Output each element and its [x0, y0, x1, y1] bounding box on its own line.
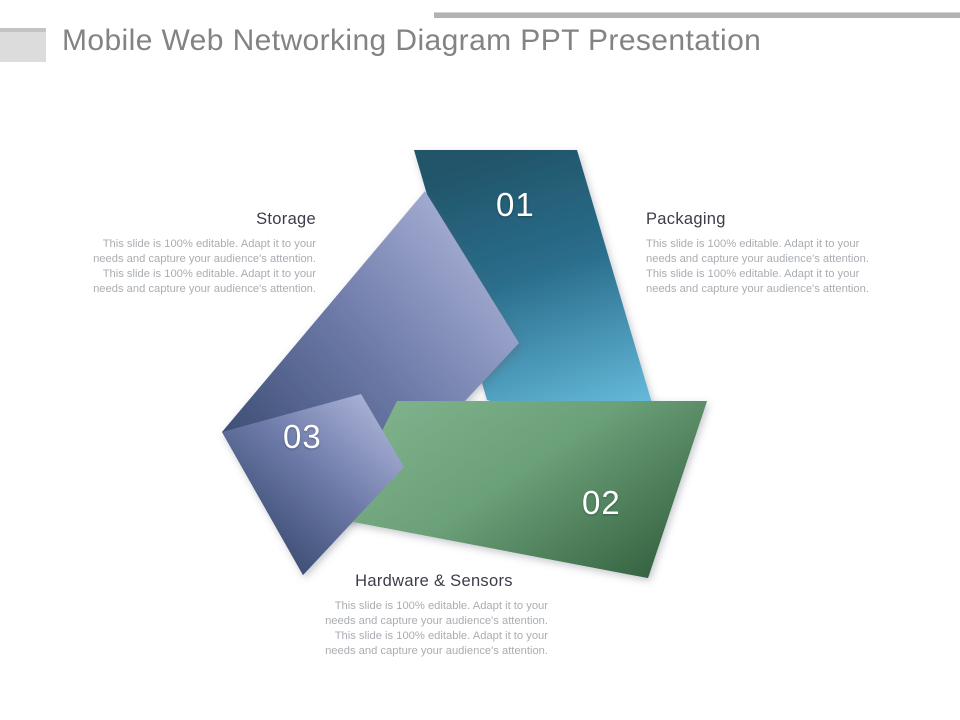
header-square-decoration — [0, 28, 46, 62]
info-block-storage: Storage This slide is 100% editable. Ada… — [88, 210, 316, 297]
packaging-body: This slide is 100% editable. Adapt it to… — [646, 238, 869, 295]
info-block-hardware: Hardware & Sensors This slide is 100% ed… — [320, 572, 548, 659]
overlap-green-over-blue — [338, 401, 707, 578]
diagram-shape-01[interactable] — [414, 150, 665, 447]
hardware-body: This slide is 100% editable. Adapt it to… — [325, 600, 548, 657]
storage-body: This slide is 100% editable. Adapt it to… — [93, 238, 316, 295]
storage-title: Storage — [256, 210, 316, 228]
overlap-purple-tail — [222, 394, 404, 575]
info-block-packaging: Packaging This slide is 100% editable. A… — [646, 210, 874, 297]
packaging-title: Packaging — [646, 210, 726, 228]
page-title: Mobile Web Networking Diagram PPT Presen… — [62, 24, 762, 57]
header-accent-bar — [434, 12, 960, 18]
hardware-title: Hardware & Sensors — [355, 572, 513, 590]
